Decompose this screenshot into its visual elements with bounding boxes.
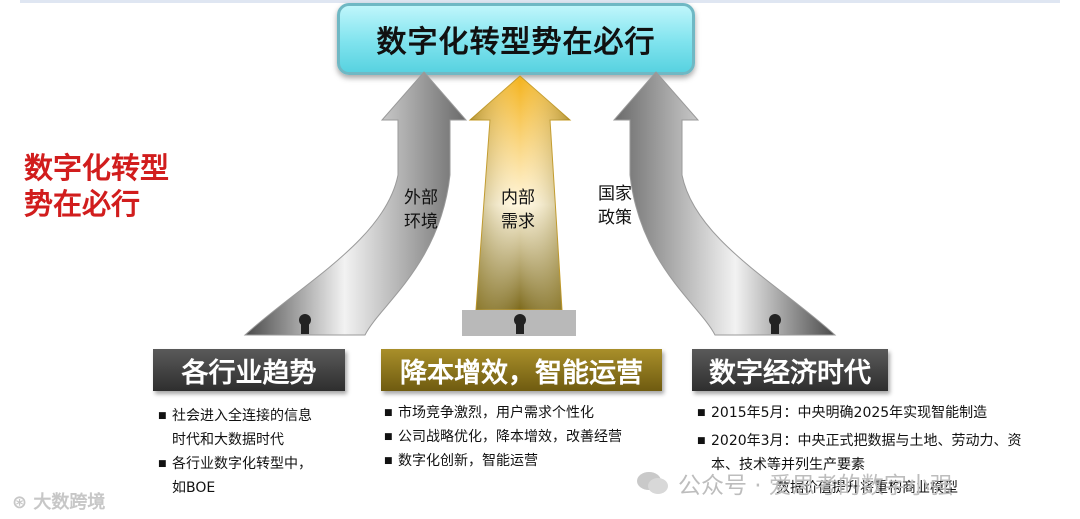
list-item: ■ 市场竞争激烈，用户需求个性化	[384, 401, 674, 425]
main-title-box: 数字化转型势在必行	[337, 3, 695, 75]
right-arrow	[612, 71, 837, 336]
banner-digital-economy: 数字经济时代	[692, 349, 888, 391]
bullet-text: 社会进入全连接的信息	[172, 408, 312, 424]
center-arrow	[462, 75, 576, 336]
bullet-text: 2020年3月：中央正式把数据与土地、劳动力、资	[711, 433, 1022, 449]
bullet-text: 市场竞争激烈，用户需求个性化	[398, 405, 594, 421]
banner-digital-economy-label: 数字经济时代	[709, 357, 871, 389]
bullet-icon: ■	[158, 411, 167, 421]
bullets-column-3: ■ 2015年5月：中央明确2025年实现智能制造 ■ 2020年3月：中央正式…	[697, 401, 1067, 477]
bullet-extra-text: 数据价值提升将重构商业模型	[776, 480, 958, 496]
watermark-left-text: 大数跨境	[33, 492, 106, 513]
bullet-icon: ■	[384, 408, 393, 418]
arrow-label-center-line-1: 内部	[501, 188, 535, 208]
bullet-icon: ■	[384, 432, 393, 442]
arrow-label-left-line-2: 环境	[404, 212, 438, 232]
bullet-text: 2015年5月：中央明确2025年实现智能制造	[711, 405, 988, 421]
bullet-text: 本、技术等并列生产要素	[711, 457, 865, 473]
arrow-label-right-line-2: 政策	[598, 208, 632, 228]
side-title-line-2: 势在必行	[24, 187, 141, 221]
bullet-text: 公司战略优化，降本增效，改善经营	[398, 429, 622, 445]
arrow-label-center-line-2: 需求	[501, 212, 535, 232]
bullet-text: 数字化创新，智能运营	[398, 453, 538, 469]
logo-icon: ⊛	[12, 492, 34, 513]
side-title: 数字化转型 势在必行	[24, 150, 169, 222]
bullet-icon: ■	[697, 436, 706, 446]
bullet-icon: ■	[697, 408, 706, 418]
arrow-label-left-line-1: 外部	[404, 188, 438, 208]
list-item: ■ 公司战略优化，降本增效，改善经营	[384, 425, 674, 449]
main-title: 数字化转型势在必行	[376, 25, 656, 60]
arrow-label-center: 内部 需求	[488, 186, 548, 234]
banner-cost-efficiency-label: 降本增效，智能运营	[400, 357, 643, 389]
arrow-label-left: 外部 环境	[391, 186, 451, 234]
watermark-right: 公众号 · 爱思考的数字小强	[636, 466, 953, 500]
bullets-column-1: ■ 社会进入全连接的信息 时代和大数据时代 ■ 各行业数字化转型中， 如BOE	[158, 404, 378, 500]
list-item: ■ 社会进入全连接的信息 时代和大数据时代	[158, 404, 378, 452]
watermark-right-text: 公众号 · 爱思考的数字小强	[678, 473, 953, 499]
list-item: ■ 各行业数字化转型中， 如BOE	[158, 452, 378, 500]
bullet-icon: ■	[384, 456, 393, 466]
bullets-column-2: ■ 市场竞争激烈，用户需求个性化 ■ 公司战略优化，降本增效，改善经营 ■ 数字…	[384, 401, 674, 473]
side-title-line-1: 数字化转型	[24, 151, 170, 185]
arrow-label-right: 国家 政策	[585, 182, 645, 230]
banner-cost-efficiency: 降本增效，智能运营	[381, 349, 662, 391]
bullet-text: 如BOE	[172, 480, 216, 496]
left-arrow	[243, 71, 468, 336]
arrow-label-right-line-1: 国家	[598, 184, 632, 204]
bullet-extra-line: 数据价值提升将重构商业模型	[776, 476, 958, 500]
wechat-icon	[637, 472, 668, 494]
list-item: ■ 2015年5月：中央明确2025年实现智能制造	[697, 401, 1067, 425]
banner-industry-trend: 各行业趋势	[153, 349, 345, 391]
bullet-text: 各行业数字化转型中，	[172, 456, 312, 472]
banner-industry-trend-label: 各行业趋势	[181, 357, 317, 389]
watermark-left: ⊛ 大数跨境	[12, 488, 105, 514]
list-item: ■ 数字化创新，智能运营	[384, 449, 674, 473]
top-divider	[20, 0, 1060, 3]
bullet-icon: ■	[158, 459, 167, 469]
list-item: ■ 2020年3月：中央正式把数据与土地、劳动力、资 本、技术等并列生产要素	[697, 429, 1067, 477]
bullet-text: 时代和大数据时代	[172, 432, 284, 448]
